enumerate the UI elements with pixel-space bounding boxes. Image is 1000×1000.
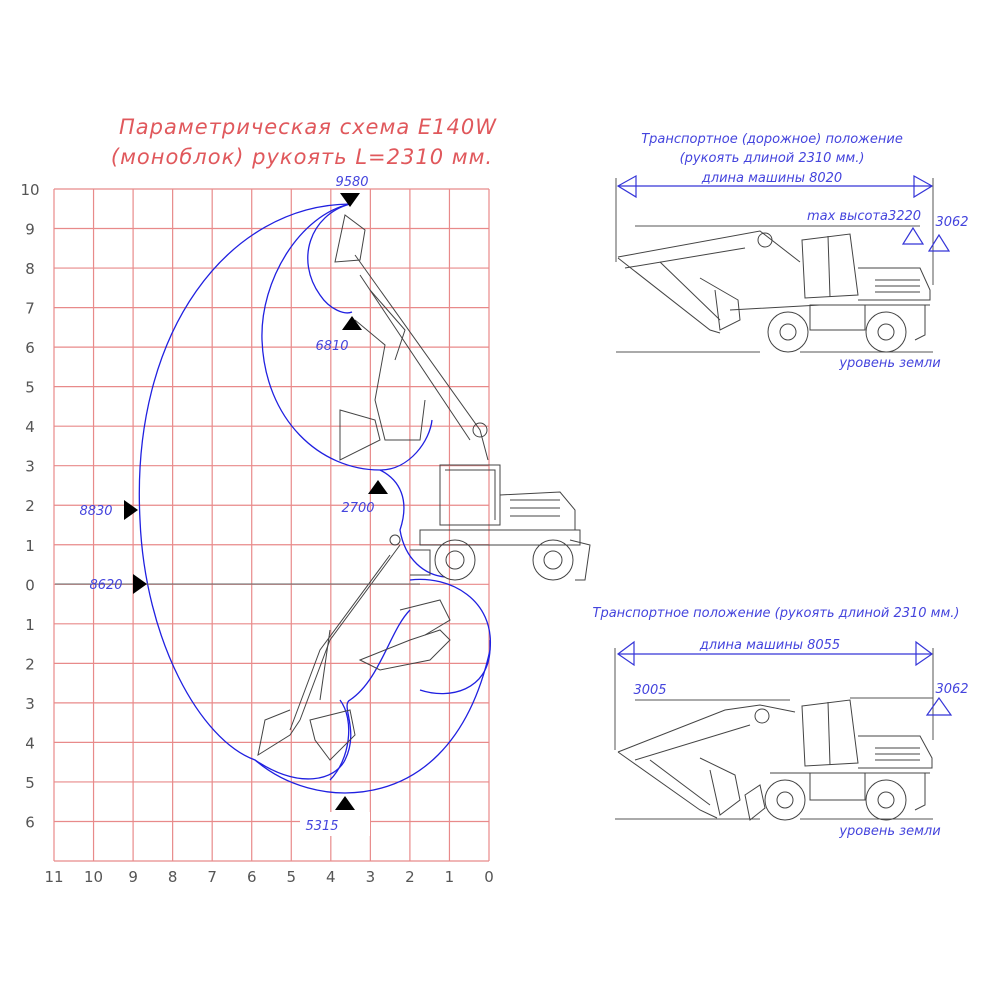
- x-tick-label: 7: [207, 868, 217, 886]
- road-ground-label: уровень земли: [838, 356, 940, 371]
- x-tick-label: 2: [405, 868, 415, 886]
- marker-8620: 8620: [55, 574, 420, 594]
- title-line-2: (моноблок) рукоять L=2310 мм.: [111, 145, 493, 169]
- road-title-2: (рукоять длиной 2310 мм.): [680, 151, 865, 166]
- y-tick-label: 8: [25, 260, 35, 278]
- label-6810: 6810: [315, 339, 348, 354]
- y-tick-label: 3: [25, 695, 35, 713]
- excavator-drawing: [257, 214, 591, 761]
- y-tick-label: 6: [25, 813, 35, 831]
- y-tick-label: 4: [25, 734, 35, 752]
- y-tick-label: 9: [25, 221, 35, 239]
- y-tick-label: 1: [25, 616, 35, 634]
- bucket-arc-4: [254, 609, 411, 780]
- bucket-arc-1: [307, 203, 353, 314]
- marker-9580: 9580: [335, 175, 369, 207]
- triangle-up-icon: [335, 796, 355, 810]
- label-2700: 2700: [341, 501, 374, 516]
- label-5315: 5315: [305, 819, 338, 834]
- x-tick-label: 0: [484, 868, 494, 886]
- y-tick-label: 1: [25, 537, 35, 555]
- y-tick-label: 5: [25, 379, 35, 397]
- triangle-up-icon: [342, 316, 362, 330]
- bucket-arc-2: [379, 469, 446, 578]
- road-length: длина машины 8020: [701, 171, 842, 186]
- x-tick-label: 6: [247, 868, 257, 886]
- marker-8830: 8830: [79, 500, 138, 520]
- road-cab-height: 3062: [935, 215, 968, 230]
- transport-position-panel: Транспортное положение (рукоять длиной 2…: [593, 606, 969, 839]
- y-tick-label: 10: [20, 181, 39, 199]
- y-tick-label: 7: [25, 300, 35, 318]
- bucket-arc-5: [329, 699, 350, 781]
- y-tick-label: 4: [25, 418, 35, 436]
- y-tick-label: 5: [25, 774, 35, 792]
- marker-6810: 6810: [315, 316, 362, 354]
- x-tick-label: 9: [128, 868, 138, 886]
- triangle-up-icon: [368, 480, 388, 494]
- bucket-arc-3: [409, 578, 491, 695]
- x-tick-label: 11: [44, 868, 63, 886]
- transport-ground-label: уровень земли: [838, 824, 940, 839]
- label-9580: 9580: [335, 175, 368, 190]
- x-tick-label: 1: [445, 868, 455, 886]
- label-8620: 8620: [89, 578, 122, 593]
- road-position-panel: Транспортное (дорожное) положение (рукоя…: [615, 132, 969, 371]
- y-tick-label: 2: [25, 655, 35, 673]
- inner-envelope: [261, 203, 433, 471]
- x-tick-label: 3: [366, 868, 376, 886]
- outer-envelope: [138, 203, 491, 794]
- transport-boom-height: 3005: [633, 683, 666, 698]
- transport-cab-height: 3062: [935, 682, 968, 697]
- transport-title: Транспортное положение (рукоять длиной 2…: [593, 606, 960, 621]
- x-tick-label: 5: [286, 868, 296, 886]
- road-title-1: Транспортное (дорожное) положение: [641, 132, 903, 147]
- x-tick-label: 4: [326, 868, 336, 886]
- y-tick-label: 2: [25, 497, 35, 515]
- working-envelope: [138, 203, 491, 794]
- y-tick-label: 3: [25, 458, 35, 476]
- triangle-down-icon: [340, 193, 360, 207]
- x-tick-label: 8: [168, 868, 178, 886]
- y-tick-label: 0: [25, 576, 35, 594]
- y-tick-label: 6: [25, 339, 35, 357]
- label-8830: 8830: [79, 504, 112, 519]
- road-max-height: max высота3220: [807, 209, 921, 224]
- transport-length: длина машины 8055: [699, 638, 840, 653]
- road-excavator-drawing: [617, 230, 931, 353]
- x-tick-label: 10: [84, 868, 103, 886]
- marker-2700: 2700: [341, 480, 388, 516]
- transport-excavator-drawing: [617, 699, 933, 821]
- triangle-right-icon: [133, 574, 147, 594]
- grid: [53, 188, 490, 862]
- triangle-right-icon: [124, 500, 138, 520]
- marker-5315: 5315: [300, 796, 370, 836]
- title-line-1: Параметрическая схема E140W: [119, 115, 497, 139]
